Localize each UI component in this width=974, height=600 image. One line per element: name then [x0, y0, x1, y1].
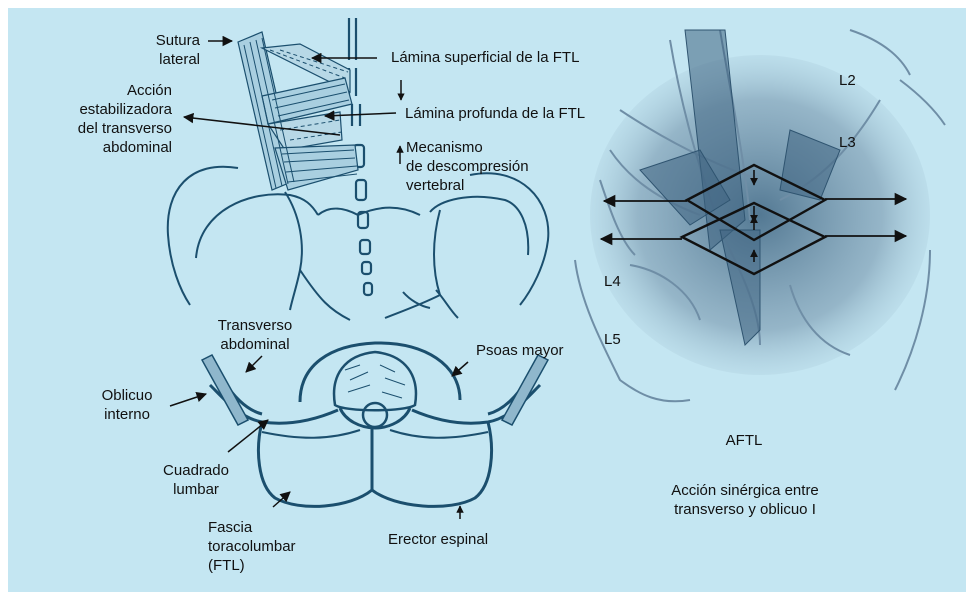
label-l4: L4 — [604, 272, 621, 291]
label-lamina-profunda: Lámina profunda de la FTL — [405, 104, 585, 123]
label-l3: L3 — [839, 133, 856, 152]
label-accion-sinergica: Acción sinérgica entre transverso y obli… — [660, 481, 830, 519]
label-lamina-superficial: Lámina superficial de la FTL — [391, 48, 579, 67]
label-cuadrado-lumbar: Cuadrado lumbar — [153, 461, 239, 499]
label-l5: L5 — [604, 330, 621, 349]
label-aftl: AFTL — [709, 431, 779, 450]
label-sutura-lateral: Sutura lateral — [130, 31, 200, 69]
label-fascia-toracolumbar: Fascia toracolumbar (FTL) — [208, 518, 296, 575]
label-psoas-mayor: Psoas mayor — [476, 341, 564, 360]
label-erector-espinal: Erector espinal — [388, 530, 488, 549]
label-transverso-abdominal: Transverso abdominal — [200, 316, 310, 354]
label-oblicuo-interno: Oblicuo interno — [92, 386, 162, 424]
label-l2: L2 — [839, 71, 856, 90]
label-mecanismo: Mecanismo de descompresión vertebral — [406, 138, 529, 195]
label-accion-estabilizadora: Acción estabilizadora del transverso abd… — [60, 81, 172, 157]
